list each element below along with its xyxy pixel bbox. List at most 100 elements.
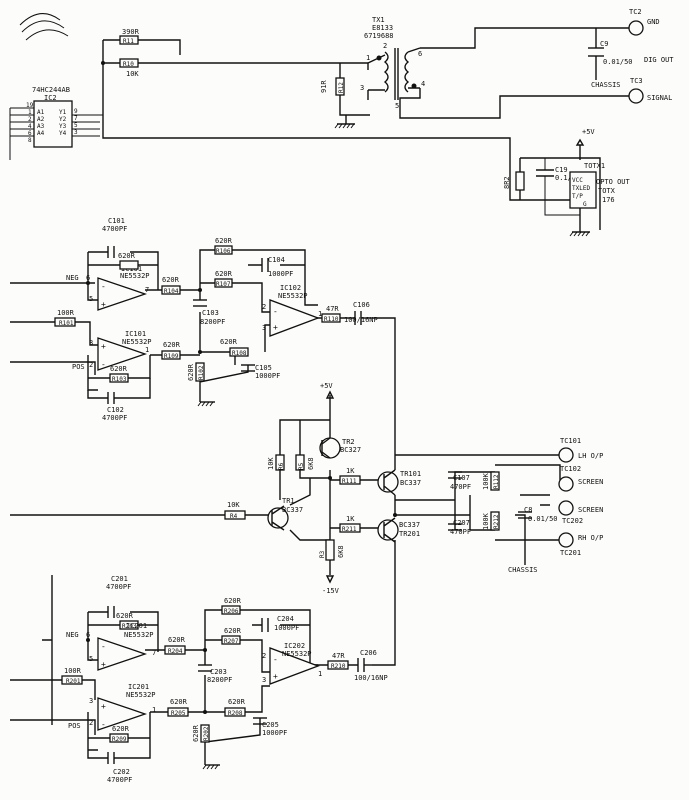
ic2-pin19: 19 — [26, 102, 34, 109]
resistor-r6 — [275, 454, 285, 471]
wire-c102 — [87, 378, 151, 399]
c104-value: 1000PF — [268, 270, 293, 278]
ic101-b-pin1: 1 — [145, 346, 149, 354]
r202-value: 620R — [192, 724, 200, 742]
r108-ref: R108 — [232, 350, 247, 357]
wire-c101 — [87, 251, 159, 301]
ic101-b-ref: IC101 — [125, 330, 146, 338]
ic101-b-pin2: 2 — [89, 361, 93, 369]
chassis-label-top: CHASSIS — [591, 81, 621, 89]
wire-pos-input — [10, 361, 96, 375]
resistor-r212 — [490, 511, 500, 531]
resistor-r108 — [229, 347, 249, 357]
ic2-a3: A3 — [37, 123, 45, 130]
r101-ref: R101 — [59, 320, 74, 327]
ic101-b-plus: + — [101, 342, 106, 351]
ic2-y1: Y1 — [59, 109, 67, 116]
c101-ref: C101 — [108, 217, 125, 225]
tr2-leads — [321, 437, 331, 459]
ic2-input-wires — [9, 107, 34, 160]
junction-dot — [198, 288, 202, 292]
tr101-leads — [383, 469, 396, 496]
r3-ref: R3 — [319, 550, 326, 558]
c8-value: 0.01/50 — [528, 515, 558, 523]
wire-totx-supply — [520, 145, 601, 230]
resistor-r209 — [109, 733, 129, 743]
terminal-tc202 — [558, 500, 574, 516]
corner-scribble — [19, 13, 69, 41]
tr201-leads — [383, 517, 396, 543]
totx1-ref: TOTX1 — [584, 162, 605, 170]
chassis-label-mid: CHASSIS — [508, 566, 538, 574]
c105-value: 1000PF — [255, 372, 280, 380]
ic2-ref: IC2 — [44, 94, 57, 102]
ic2-a1: A1 — [37, 109, 45, 116]
ic2-pin8: 8 — [28, 137, 32, 144]
c206-value: 100/16NP — [354, 674, 388, 682]
ic101-b-part: NE5532P — [122, 338, 152, 346]
wire-rch-inputs — [10, 575, 96, 735]
wire-tr2-bias — [279, 395, 331, 500]
junction-dot — [198, 350, 202, 354]
ic201-b-pin3: 3 — [89, 697, 93, 705]
terminal-tc102 — [558, 476, 574, 492]
signal-label: SIGNAL — [647, 94, 672, 102]
c106-value: 100/16NP — [344, 316, 378, 324]
plus5v-mid-arrow — [325, 390, 335, 399]
c206-ref: C206 — [360, 649, 377, 657]
r203-ref: R203 — [122, 623, 137, 630]
tc202-ref: TC202 — [562, 517, 583, 525]
tc2-ref: TC2 — [629, 8, 642, 16]
c107-ref: C107 — [453, 474, 470, 482]
wire-r11 — [103, 39, 181, 55]
right-channel-filter: C201 4700PF 620R R203 - + IC201 NE5532P … — [10, 575, 388, 784]
r206-ref: R206 — [224, 608, 239, 615]
r3-value: 6K8 — [337, 545, 345, 558]
wire-ic101a-out — [145, 249, 318, 306]
resistor-r110 — [321, 313, 341, 323]
wire-r111-r211 — [330, 479, 382, 529]
r106-ref: R106 — [216, 248, 231, 255]
ic2-pin4: 4 — [28, 123, 32, 130]
ic2-pin2: 2 — [28, 116, 32, 123]
ic101-a-pin7: 7 — [145, 286, 149, 294]
c104-ref: C104 — [268, 256, 285, 264]
tr101-part: BC337 — [400, 479, 421, 487]
wire-gnd — [420, 27, 630, 49]
r102-value: 620R — [187, 363, 195, 381]
gnd-label: GND — [647, 18, 660, 26]
resistor-r201 — [61, 675, 83, 685]
ground-symbol-r12 — [334, 115, 355, 129]
totx-tp: T/P — [572, 193, 583, 200]
ic202-triangle — [269, 647, 320, 685]
junction-dots — [86, 61, 397, 714]
r107-ref: R107 — [216, 281, 231, 288]
ic102-pin2: 2 — [262, 303, 266, 311]
ic101-a-pin5: 5 — [89, 295, 93, 303]
r209-ref: R209 — [112, 736, 127, 743]
junction-dot — [86, 638, 90, 642]
tr1-leads — [271, 505, 285, 531]
r204-value: 620R — [168, 636, 186, 644]
c106-ref: C106 — [353, 301, 370, 309]
c204-value: 1000PF — [274, 624, 299, 632]
ic2-y3: Y3 — [59, 123, 67, 130]
r208-ref: R208 — [228, 710, 243, 717]
ic102-plus: + — [273, 323, 278, 332]
tx1-part: E8133 — [372, 24, 393, 32]
r110-value: 47R — [326, 305, 339, 313]
resistor-r112 — [490, 471, 500, 491]
tr2-part: BC327 — [340, 446, 361, 454]
r207-ref: R207 — [224, 638, 239, 645]
ic102-ref: IC102 — [280, 284, 301, 292]
r108-value: 620R — [220, 338, 238, 346]
resistor-r211 — [339, 523, 361, 533]
ic201-a-minus: - — [101, 642, 106, 651]
ic202-pin3: 3 — [262, 676, 266, 684]
ic2-output-wires — [72, 114, 103, 137]
plus5v-top: +5V — [582, 128, 595, 136]
ic2-pin6: 6 — [28, 130, 32, 137]
tc102-ref: TC102 — [560, 465, 581, 473]
resistor-r12 — [335, 77, 345, 96]
r212-value: 100K — [482, 512, 490, 530]
